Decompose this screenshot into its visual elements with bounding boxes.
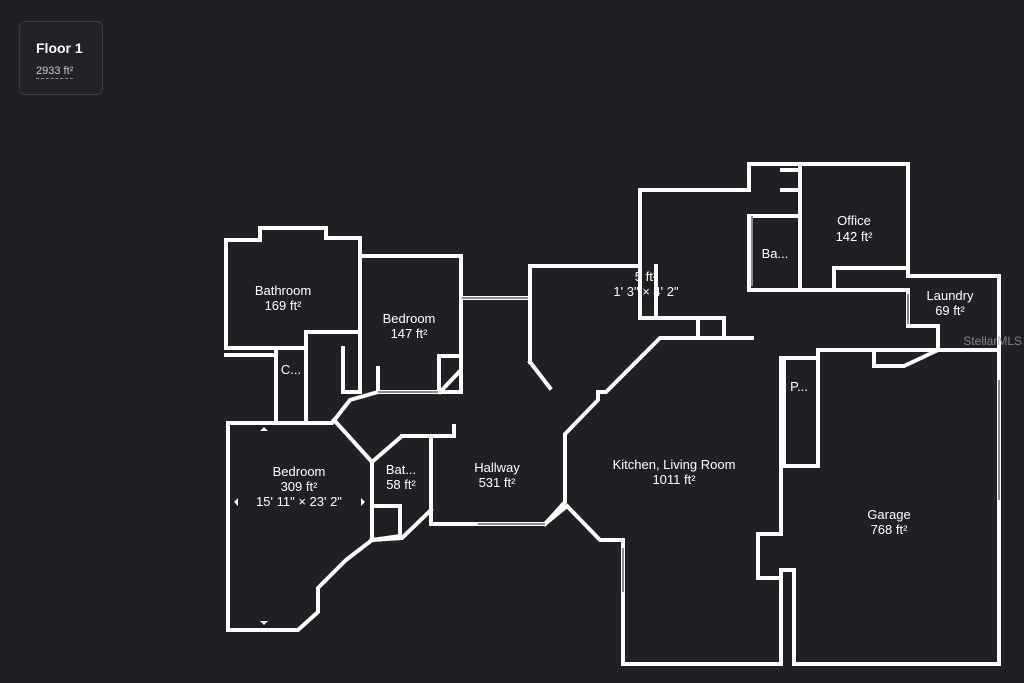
marker-left — [234, 498, 238, 506]
room-pantry-name: P... — [790, 379, 808, 394]
wall-bathroom — [224, 162, 1001, 666]
wall-hall-kitchen — [542, 336, 754, 527]
room-garage-area: 768 ft² — [871, 522, 909, 537]
room-bedroom-large-dims: 15' 11" × 23' 2" — [256, 494, 342, 509]
wall-office-small — [780, 168, 802, 192]
marker-top — [260, 427, 268, 431]
room-bath-small-name: Bat... — [386, 462, 416, 477]
room-bath-small-area: 58 ft² — [386, 477, 416, 492]
marker-bottom — [260, 621, 268, 625]
room-closet-name: C... — [281, 362, 301, 377]
room-bathroom-name: Bathroom — [255, 283, 311, 298]
wall-hall-diag — [527, 296, 553, 391]
wall-hall-top — [400, 424, 456, 438]
marker-right — [361, 498, 365, 506]
floor-area[interactable]: 2933 ft² — [36, 65, 74, 79]
wall-closet2 — [341, 346, 362, 394]
walls — [224, 162, 1001, 666]
floor-selector-card[interactable]: Floor 1 2933 ft² — [19, 21, 103, 95]
room-laundry-area: 69 ft² — [935, 303, 965, 318]
room-bedroom-small-name: Bedroom — [383, 311, 436, 326]
dimension-markers — [234, 427, 365, 625]
openings — [378, 216, 1000, 592]
room-bathroom-area: 169 ft² — [265, 298, 303, 313]
wall-5ft — [638, 264, 726, 340]
room-office-area: 142 ft² — [836, 229, 874, 244]
room-5ft-dims: 1' 3" × 4' 2" — [613, 284, 679, 299]
watermark-text: StellarMLS — [963, 334, 1022, 348]
room-bedroom-large-name: Bedroom — [273, 464, 326, 479]
room-kitchen-name: Kitchen, Living Room — [613, 457, 736, 472]
room-hallway-area: 531 ft² — [479, 475, 517, 490]
wall-bed-small-corner — [437, 354, 463, 395]
wall-bat-inner — [369, 504, 402, 543]
wall-laundry-top — [906, 274, 1001, 352]
room-5ft-name: 5 ft² — [635, 269, 658, 284]
wall-diag-hall1 — [331, 417, 375, 465]
room-kitchen-area: 1011 ft² — [652, 472, 696, 487]
room-bath-office-name: Ba... — [762, 246, 789, 261]
wall-bat-bottom — [369, 507, 434, 543]
wall-office — [747, 162, 910, 292]
room-laundry-name: Laundry — [927, 288, 974, 303]
wall-bath-bottom — [224, 330, 362, 350]
room-office-name: Office — [837, 213, 871, 228]
room-bedroom-small-area: 147 ft² — [391, 326, 429, 341]
floor-title: Floor 1 — [36, 40, 83, 56]
room-hallway-name: Hallway — [474, 460, 520, 475]
wall-garage-left — [756, 356, 783, 666]
wall-closet — [224, 346, 308, 425]
room-bedroom-large-area: 309 ft² — [281, 479, 319, 494]
wall-laundry — [782, 288, 940, 468]
room-garage-name: Garage — [867, 507, 910, 522]
room-labels: Bathroom 169 ft² Bedroom 147 ft² C... Be… — [255, 213, 974, 537]
